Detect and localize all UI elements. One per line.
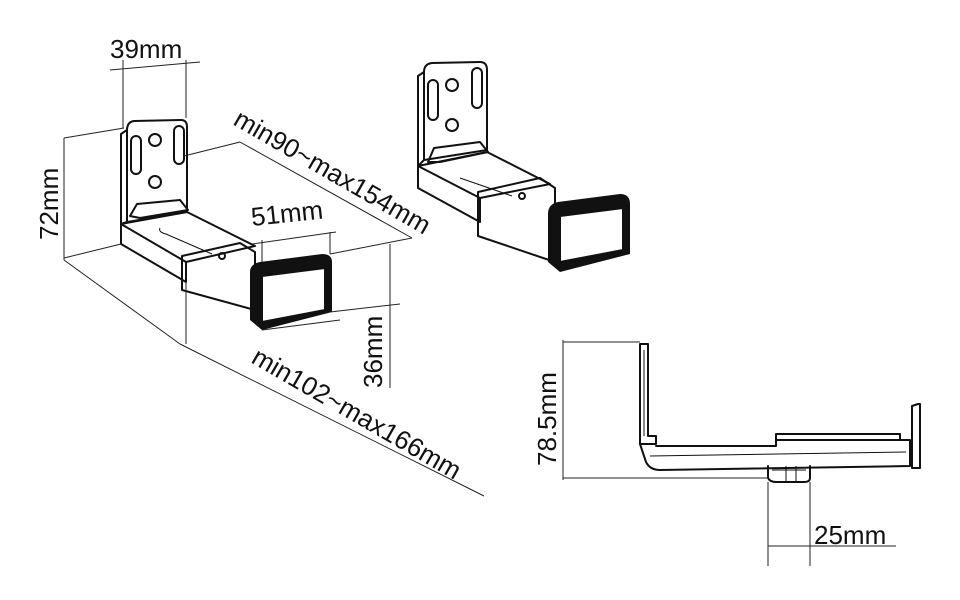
right-slot-2-icon bbox=[471, 67, 483, 109]
left-slot-2-icon bbox=[173, 125, 185, 165]
side-end-pad bbox=[911, 403, 921, 469]
right-screw-hole-1-icon bbox=[445, 78, 459, 92]
left-arm-slot bbox=[159, 227, 213, 255]
label-51mm: 51mm bbox=[249, 195, 324, 232]
dim-72mm-lines bbox=[63, 127, 125, 260]
dim-36mm-lines bbox=[329, 244, 401, 388]
right-arm-slot bbox=[459, 177, 513, 197]
left-arm-side bbox=[120, 223, 187, 283]
dimension-lines bbox=[63, 60, 896, 566]
left-bend bbox=[129, 199, 189, 219]
left-arm-top bbox=[120, 211, 256, 263]
left-screw-hole-2-icon bbox=[148, 175, 162, 189]
dim-78-5mm-lines bbox=[562, 340, 768, 480]
left-slider-screw-icon bbox=[218, 252, 226, 260]
label-25mm: 25mm bbox=[814, 520, 886, 550]
side-foot-detail bbox=[772, 466, 806, 482]
left-slider bbox=[181, 242, 256, 311]
side-view-drawing bbox=[639, 343, 921, 483]
side-foot bbox=[767, 465, 811, 483]
left-end-pad-face bbox=[261, 267, 326, 323]
left-screw-hole-1-icon bbox=[148, 133, 162, 147]
label-102-166mm: min102~max166mm bbox=[247, 341, 467, 485]
right-slider-screw-icon bbox=[518, 192, 526, 200]
side-arm-edge bbox=[649, 451, 907, 457]
dim-25mm-lines bbox=[767, 482, 896, 566]
right-slot-1-icon bbox=[427, 79, 439, 121]
right-screw-hole-2-icon bbox=[445, 118, 459, 132]
left-slot-1-icon bbox=[130, 135, 142, 175]
left-bracket-drawing bbox=[120, 119, 332, 330]
side-slider bbox=[775, 433, 901, 441]
side-arm bbox=[639, 439, 911, 471]
left-back-plate bbox=[126, 119, 188, 223]
dim-39mm-lines bbox=[109, 60, 201, 128]
label-72mm: 72mm bbox=[34, 168, 64, 240]
dim-90-154mm-lines bbox=[183, 141, 413, 255]
label-39mm: 39mm bbox=[110, 34, 182, 64]
side-back-plate bbox=[639, 343, 657, 445]
dim-51mm-lines bbox=[251, 231, 337, 262]
right-arm-side bbox=[417, 165, 481, 223]
right-end-pad-face bbox=[559, 207, 624, 263]
right-bracket-drawing bbox=[417, 61, 630, 272]
dim-pad-bottom-ext bbox=[261, 319, 341, 331]
dim-102-166mm-lines bbox=[63, 259, 485, 497]
right-back-plate bbox=[423, 61, 488, 161]
label-36mm: 36mm bbox=[358, 316, 388, 388]
label-78-5mm: 78.5mm bbox=[532, 372, 562, 466]
